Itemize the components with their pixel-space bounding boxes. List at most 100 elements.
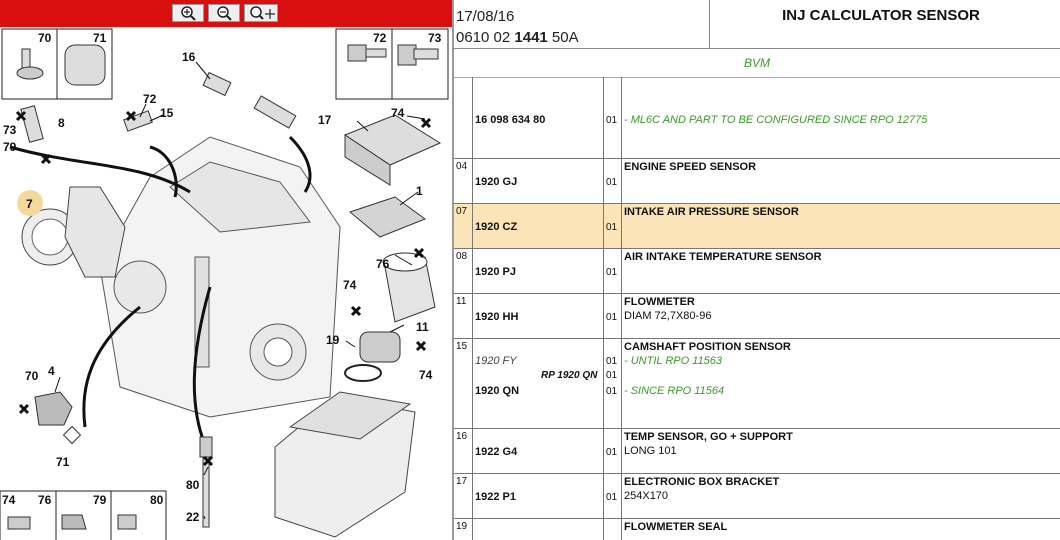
- callout-74b: 74: [343, 278, 357, 292]
- air-temp-sensor: [253, 95, 297, 129]
- part-name: CAMSHAFT POSITION SENSOR: [624, 341, 791, 353]
- callout-15: 15: [160, 106, 174, 120]
- part-reference: 1922 P1: [475, 491, 516, 503]
- engine-speed-sensor-4: [34, 391, 73, 426]
- part-quantity: 01: [606, 447, 618, 458]
- table-row[interactable]: 17 ELECTRONIC BOX BRACKET 1922 P1 01 254…: [454, 473, 1060, 518]
- callout-72: 72: [373, 31, 387, 45]
- callout-70b: 70: [25, 369, 39, 383]
- zoom-in-button[interactable]: [172, 4, 204, 22]
- part-name: TEMP SENSOR, GO + SUPPORT: [624, 431, 793, 443]
- part-quantity: 01: [606, 177, 618, 188]
- callout-74d: 74: [2, 493, 16, 507]
- highlight-marker: [17, 190, 43, 216]
- camshaft-sensor-15: [123, 110, 153, 132]
- table-row[interactable]: 08 AIR INTAKE TEMPERATURE SENSOR 1920 PJ…: [454, 248, 1060, 293]
- flowmeter-seal-19: [344, 364, 382, 382]
- callout-76: 76: [376, 257, 390, 271]
- inset-fasteners-72-73: [335, 28, 449, 100]
- pressure-sensor-8: [20, 105, 44, 143]
- engine-block: [99, 136, 341, 418]
- diagram-pane: 70 71 72 73: [0, 0, 452, 540]
- table-row[interactable]: 16 TEMP SENSOR, GO + SUPPORT 1922 G4 01 …: [454, 428, 1060, 473]
- table-row-selected[interactable]: 07 INTAKE AIR PRESSURE SENSOR 1920 CZ 01: [454, 203, 1060, 248]
- callout-73b: 73: [3, 123, 17, 137]
- callout-16: 16: [182, 50, 196, 64]
- item-number: 08: [456, 251, 468, 262]
- callout-7: 7: [26, 197, 33, 211]
- callout-8: 8: [58, 116, 65, 130]
- callout-80: 80: [186, 478, 200, 492]
- part-quantity: 01: [606, 492, 618, 503]
- part-name: AIR INTAKE TEMPERATURE SENSOR: [624, 251, 822, 263]
- part-condition: - UNTIL RPO 11563: [624, 355, 723, 367]
- zoom-in-icon: [181, 6, 196, 21]
- callout-4: 4: [48, 364, 55, 378]
- part-reference: 16 098 634 80: [475, 114, 546, 126]
- item-number: 15: [456, 341, 468, 352]
- item-number: 04: [456, 161, 468, 172]
- zoom-pan-icon: [250, 6, 275, 20]
- part-reference-old: 1920 FY: [475, 355, 517, 367]
- inset-fasteners-70-71: [1, 28, 113, 100]
- table-row[interactable]: 11 FLOWMETER 1920 HH 01 DIAM 72,7X80-96: [454, 293, 1060, 338]
- part-description: LONG 101: [624, 445, 677, 457]
- part-reference: 1920 QN: [475, 385, 520, 397]
- part-reference: 1920 GJ: [475, 176, 518, 188]
- callout-1: 1: [416, 184, 423, 198]
- part-reference: 1920 HH: [475, 311, 519, 323]
- callout-71: 71: [93, 31, 107, 45]
- parts-list-pane: 17/08/16 0610 02 1441 50A INJ CALCULATOR…: [454, 0, 1060, 540]
- callout-72b: 72: [143, 92, 157, 106]
- callout-73: 73: [428, 31, 442, 45]
- item-number: 19: [456, 521, 468, 532]
- callout-11: 11: [416, 320, 429, 334]
- part-quantity: 01: [606, 222, 618, 233]
- table-row[interactable]: 16 098 634 80 01 - ML6C AND PART TO BE C…: [454, 77, 1060, 158]
- part-name: ELECTRONIC BOX BRACKET: [624, 476, 780, 488]
- part-quantity: 01: [606, 115, 618, 126]
- part-reference: 1922 G4: [475, 446, 518, 458]
- part-reference: 1920 CZ: [475, 221, 518, 233]
- part-quantity: 01: [606, 386, 618, 397]
- callout-79b: 79: [93, 493, 107, 507]
- table-row[interactable]: 04 ENGINE SPEED SENSOR 1920 GJ 01: [454, 158, 1060, 203]
- callout-76b: 76: [38, 493, 52, 507]
- ecu-1: [348, 196, 427, 238]
- callout-17: 17: [318, 113, 332, 127]
- part-description: 254X170: [624, 490, 669, 502]
- header-code: 0610 02 1441 50A: [456, 29, 579, 46]
- zoom-out-button[interactable]: [208, 4, 240, 22]
- zoom-out-icon: [217, 6, 232, 21]
- callout-74: 74: [391, 106, 405, 120]
- exploded-parts-diagram[interactable]: 70 71 72 73: [0, 27, 452, 540]
- part-name: FLOWMETER: [624, 296, 695, 308]
- item-number: 17: [456, 476, 468, 487]
- page-title: INJ CALCULATOR SENSOR: [782, 7, 980, 24]
- callout-70: 70: [38, 31, 52, 45]
- item-number: 07: [456, 206, 468, 217]
- part-quantity: 01: [606, 370, 618, 381]
- fastener-marks: [15, 110, 432, 467]
- callout-79: 79: [3, 140, 17, 154]
- table-row[interactable]: 19 FLOWMETER SEAL: [454, 518, 1060, 540]
- callout-22: 22: [186, 510, 200, 524]
- item-number: 11: [456, 296, 467, 307]
- temp-sensor-16: [202, 71, 232, 97]
- table-row[interactable]: 15 CAMSHAFT POSITION SENSOR 1920 FY RP 1…: [454, 338, 1060, 428]
- inset-fasteners-bottom: [0, 490, 167, 540]
- parts-header: 17/08/16 0610 02 1441 50A INJ CALCULATOR…: [454, 0, 1060, 49]
- part-condition: - ML6C AND PART TO BE CONFIGURED SINCE R…: [624, 114, 928, 126]
- pane-splitter[interactable]: [452, 0, 454, 540]
- part-reference: 1920 PJ: [475, 266, 516, 278]
- diagram-toolbar: [0, 0, 452, 27]
- zoom-pan-button[interactable]: [244, 4, 278, 22]
- part-name: ENGINE SPEED SENSOR: [624, 161, 757, 173]
- part-condition: - SINCE RPO 11564: [624, 385, 725, 397]
- section-bar: BVM: [454, 49, 1060, 78]
- part-description: DIAM 72,7X80-96: [624, 310, 712, 322]
- throttle-body: [21, 186, 126, 278]
- callout-74c: 74: [419, 368, 433, 382]
- item-number: 16: [456, 431, 468, 442]
- callout-19: 19: [326, 333, 340, 347]
